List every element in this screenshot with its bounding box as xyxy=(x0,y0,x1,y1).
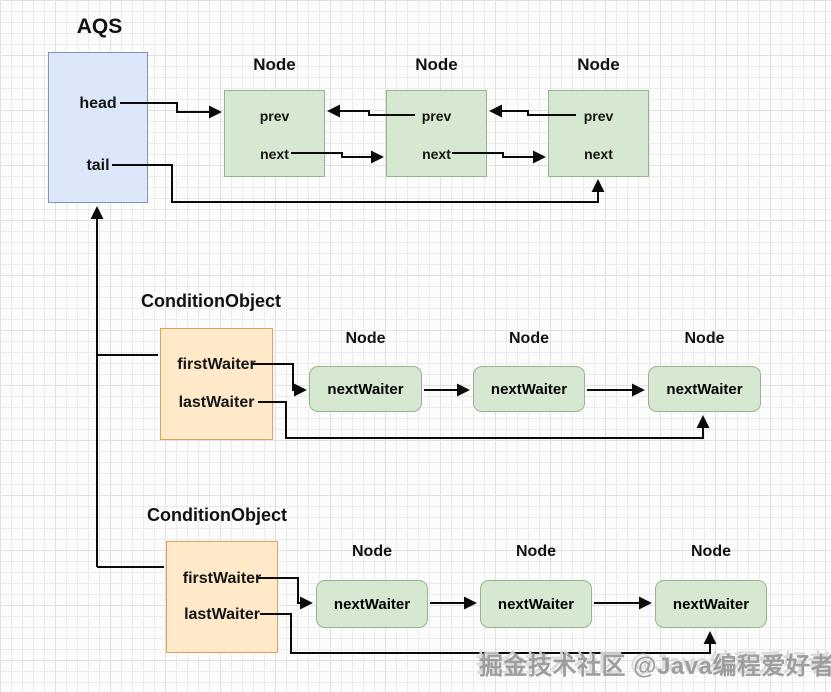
condition1-title: ConditionObject xyxy=(141,291,281,311)
aqs-box: head tail xyxy=(48,52,148,203)
condition2-box: firstWaiter lastWaiter xyxy=(166,541,278,653)
condition1-lastwaiter: lastWaiter xyxy=(178,394,255,411)
sync-node2-next: next xyxy=(422,146,451,162)
sync-node1-title: Node xyxy=(253,55,296,74)
cond2-node3-title: Node xyxy=(691,543,731,560)
cond1-node3-box: nextWaiter xyxy=(648,366,761,412)
cond2-node1-label: nextWaiter xyxy=(333,595,411,613)
cond2-node2-label: nextWaiter xyxy=(497,595,575,613)
arrow-lastwaiter1-to-node3 xyxy=(258,401,710,439)
cond1-node2-box: nextWaiter xyxy=(473,366,585,412)
cond2-node2-box: nextWaiter xyxy=(480,580,592,628)
arrow-node2-next-to-node3 xyxy=(452,150,546,164)
cond1-node1-title: Node xyxy=(345,330,386,347)
arrow-tail-to-node3 xyxy=(112,164,605,203)
arrow-firstwaiter2-to-node1 xyxy=(258,577,313,610)
watermark-text: 掘金技术社区 @Java编程爱好者 xyxy=(479,653,831,680)
aqs-field-head: head xyxy=(79,95,117,112)
cond2-node3-box: nextWaiter xyxy=(655,580,767,628)
sync-node3-next: next xyxy=(584,146,613,162)
sync-node3-box: prev next xyxy=(548,90,649,177)
sync-node2-box: prev next xyxy=(386,90,487,177)
sync-node1-next: next xyxy=(260,146,289,162)
sync-node2-prev: prev xyxy=(421,108,452,124)
aqs-field-tail: tail xyxy=(86,157,110,174)
arrow-lastwaiter2-to-node3 xyxy=(260,613,717,654)
sync-node2-title: Node xyxy=(415,55,458,74)
arrow-firstwaiter1-to-node1 xyxy=(252,363,307,397)
cond1-node3-label: nextWaiter xyxy=(666,380,743,398)
condition2-lastwaiter: lastWaiter xyxy=(184,606,260,623)
condition1-box: firstWaiter lastWaiter xyxy=(160,328,273,440)
condition2-firstwaiter: firstWaiter xyxy=(182,570,262,587)
condition2-title: ConditionObject xyxy=(147,505,287,525)
cond1-node1-box: nextWaiter xyxy=(309,366,422,412)
sync-node1-prev: prev xyxy=(259,108,290,124)
arrow-node2-prev-to-node1 xyxy=(327,104,415,118)
condition1-firstwaiter: firstWaiter xyxy=(177,356,256,373)
sync-node3-prev: prev xyxy=(583,108,614,124)
arrow-node3-prev-to-node2 xyxy=(489,104,576,118)
aqs-title: AQS xyxy=(76,15,123,38)
cond1-node2-label: nextWaiter xyxy=(490,380,568,398)
sync-node1-box: prev next xyxy=(224,90,325,177)
cond2-node3-label: nextWaiter xyxy=(672,595,750,613)
cond2-node1-box: nextWaiter xyxy=(316,580,428,628)
cond2-node1-title: Node xyxy=(352,543,392,560)
arrow-head-to-node1 xyxy=(120,102,222,119)
sync-node3-title: Node xyxy=(577,55,620,74)
cond1-node1-label: nextWaiter xyxy=(327,380,404,398)
cond2-node2-title: Node xyxy=(516,543,556,560)
cond1-node2-title: Node xyxy=(509,330,549,347)
arrow-node1-next-to-node2 xyxy=(291,150,384,164)
cond1-node3-title: Node xyxy=(684,330,725,347)
